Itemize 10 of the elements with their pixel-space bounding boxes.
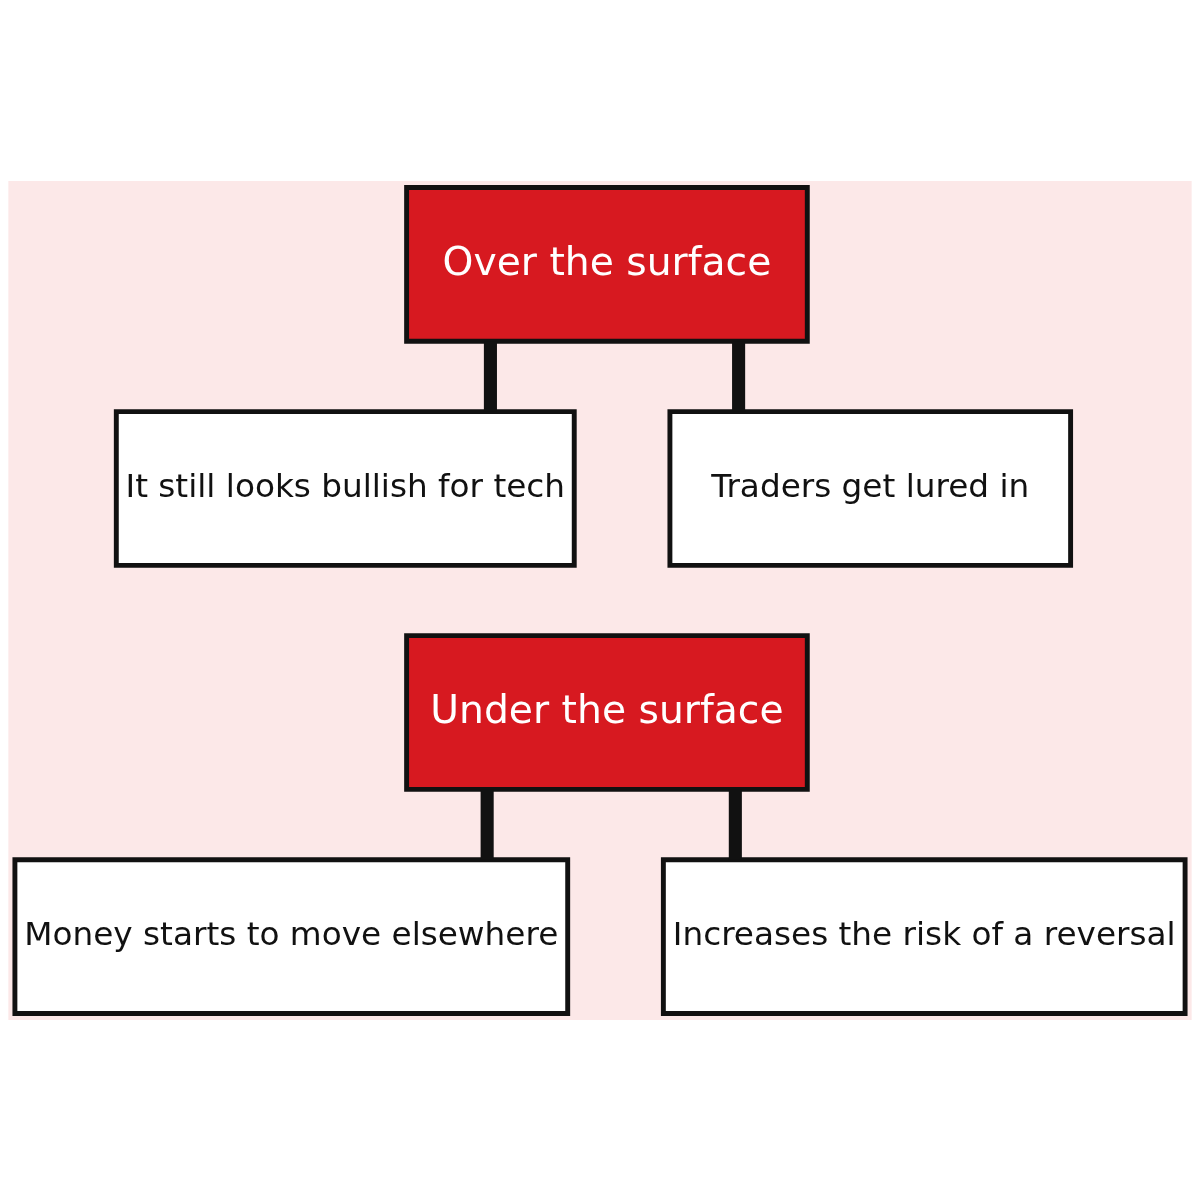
connector xyxy=(480,789,494,859)
node-box: It still looks bullish for tech xyxy=(113,408,577,568)
node-box: Under the surface xyxy=(404,632,810,792)
connector xyxy=(483,341,497,411)
connector xyxy=(732,341,746,411)
node-box: Increases the risk of a reversal xyxy=(660,856,1188,1016)
node-box: Over the surface xyxy=(404,184,810,344)
node-box: Traders get lured in xyxy=(667,408,1074,568)
node-box: Money starts to move elsewhere xyxy=(12,856,571,1016)
connector xyxy=(728,789,742,859)
